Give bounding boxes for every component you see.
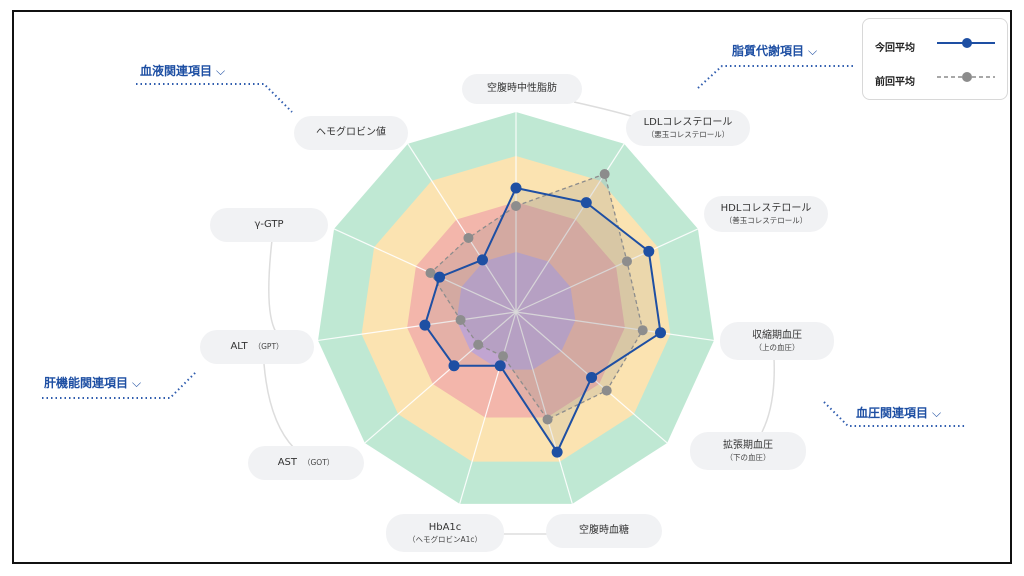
series-current-point [448,360,460,372]
axis-label-sub: （ヘモグロビンA1c） [407,534,483,544]
series-current-point [586,371,598,383]
chevron-down-icon: ⌵ [216,64,226,78]
series-previous-point [511,201,521,211]
series-previous-point [599,169,610,180]
axis-label-text: 拡張期血圧 [723,440,773,452]
axis-label-text: 空腹時中性脂肪 [487,83,557,95]
radar-spoke [317,311,517,342]
axis-label-ast: AST （GOT） [248,446,364,480]
legend-current-label: 今回平均 [875,43,915,54]
axis-label-dbp: 拡張期血圧（下の血圧） [690,432,806,470]
group-blood-label: 血液関連項目 [140,64,213,78]
chevron-down-icon: ⌵ [932,406,942,420]
series-current-point [419,319,431,331]
series-current-point [655,327,667,339]
axis-label-hdl: HDLコレステロール（善玉コレステロール） [704,196,828,232]
radar-spoke [459,311,517,505]
series-current-point [494,360,506,372]
series-current-point [580,197,592,209]
axis-label-hba1c: HbA1c（ヘモグロビンA1c） [386,514,504,552]
series-previous-point [542,414,553,425]
connector-lipid [697,65,854,89]
axis-label-sub: （下の血圧） [725,452,771,462]
label-link [268,239,277,333]
group-liver-label: 肝機能関連項目 [44,376,129,390]
axis-label-text: 空腹時血糖 [579,525,629,537]
group-liver[interactable]: 肝機能関連項目⌵ [44,374,141,391]
radar-spoke [515,311,715,342]
axis-label-text: ALT [230,341,248,353]
connector-pressure [823,401,966,427]
radar-spoke [407,143,517,313]
series-previous-point [463,232,474,243]
axis-label-tg: 空腹時中性脂肪 [462,74,582,104]
radar-chart [42,65,966,535]
axis-label-text: HDLコレステロール [720,203,812,215]
axis-label-sub: （上の血圧） [754,342,800,352]
axis-label-sub: （GPT） [253,341,284,351]
axis-label-fbg: 空腹時血糖 [546,514,662,548]
axis-label-sub: （GOT） [303,457,335,467]
axis-label-text: AST [277,457,297,469]
axis-label-sbp: 収縮期血圧（上の血圧） [720,322,834,360]
series-previous-line [429,173,644,421]
axis-label-text: γ-GTP [254,219,284,231]
group-blood[interactable]: 血液関連項目⌵ [140,62,225,79]
axis-label-alt: ALT （GPT） [200,330,314,364]
group-lipid[interactable]: 脂質代謝項目⌵ [732,42,817,59]
series-previous-point [455,314,466,325]
series-current-point [476,254,488,266]
axis-label-hb: ヘモグロビン値 [294,116,408,150]
series-previous-point [473,339,484,350]
legend: 今回平均 前回平均 [862,18,1008,100]
legend-current-marker [962,38,972,48]
series-previous-point [637,325,648,336]
label-link [761,357,775,433]
axis-label-sub: （悪玉コレステロール） [646,129,730,139]
axis-label-text: ヘモグロビン値 [316,127,386,139]
series-previous-point [621,256,632,267]
radar-spoke [515,228,699,313]
axis-label-ggtp: γ-GTP [210,208,328,242]
connector-blood [136,83,293,113]
axis-label-ldl: LDLコレステロール（悪玉コレステロール） [626,110,750,146]
series-current-point [643,245,655,257]
legend-previous-label: 前回平均 [875,77,915,88]
chevron-down-icon: ⌵ [132,376,142,390]
legend-previous-marker [962,72,972,82]
legend-swatches [937,38,995,82]
axis-label-text: 収縮期血圧 [752,330,802,342]
group-pressure-label: 血圧関連項目 [856,406,929,420]
axis-label-sub: （善玉コレステロール） [724,215,808,225]
group-pressure[interactable]: 血圧関連項目⌵ [856,404,941,421]
series-current-point [551,446,563,458]
series-previous-point [601,385,612,396]
series-current-point [434,271,446,283]
chart-frame: 血液関連項目⌵ 脂質代謝項目⌵ 肝機能関連項目⌵ 血圧関連項目⌵ 空腹時中性脂肪… [12,10,1012,564]
chevron-down-icon: ⌵ [808,44,818,58]
series-current-line [423,186,662,455]
label-link [263,363,295,449]
radar-spoke [515,311,573,505]
axis-label-text: HbA1c [428,522,462,534]
series-previous-point [425,267,436,278]
series-current-point [510,182,522,194]
radar-spoke [333,228,517,313]
radar-spoke [364,311,517,444]
axis-label-text: LDLコレステロール [643,117,733,129]
series-previous-point [498,351,509,362]
group-lipid-label: 脂質代謝項目 [732,44,805,58]
